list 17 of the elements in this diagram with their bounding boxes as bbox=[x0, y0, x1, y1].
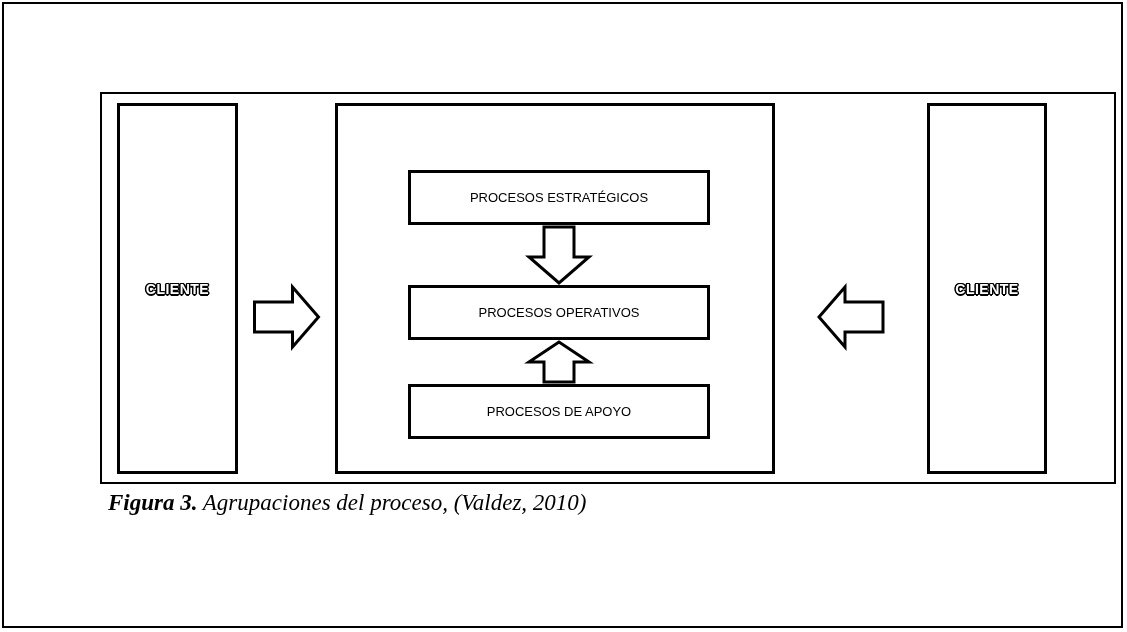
figure-caption: Figura 3. Agrupaciones del proceso, (Valdez, 2010) bbox=[108, 490, 587, 516]
process-label: PROCESOS DE APOYO bbox=[486, 404, 632, 419]
block-arrow bbox=[524, 340, 594, 384]
block-arrow bbox=[524, 225, 594, 285]
client-label: CLIENTE bbox=[955, 280, 1019, 297]
outer-frame bbox=[100, 92, 1116, 484]
process-label: PROCESOS OPERATIVOS bbox=[478, 305, 640, 320]
client-panel bbox=[117, 103, 238, 474]
process-group-box bbox=[335, 103, 775, 474]
block-arrow bbox=[817, 282, 885, 352]
process-label: PROCESOS ESTRATÉGICOS bbox=[469, 190, 649, 205]
process-box bbox=[408, 384, 710, 439]
client-label: CLIENTE bbox=[145, 280, 210, 297]
client-panel bbox=[927, 103, 1047, 474]
process-box bbox=[408, 170, 710, 225]
process-box bbox=[408, 285, 710, 340]
block-arrow bbox=[253, 282, 321, 352]
